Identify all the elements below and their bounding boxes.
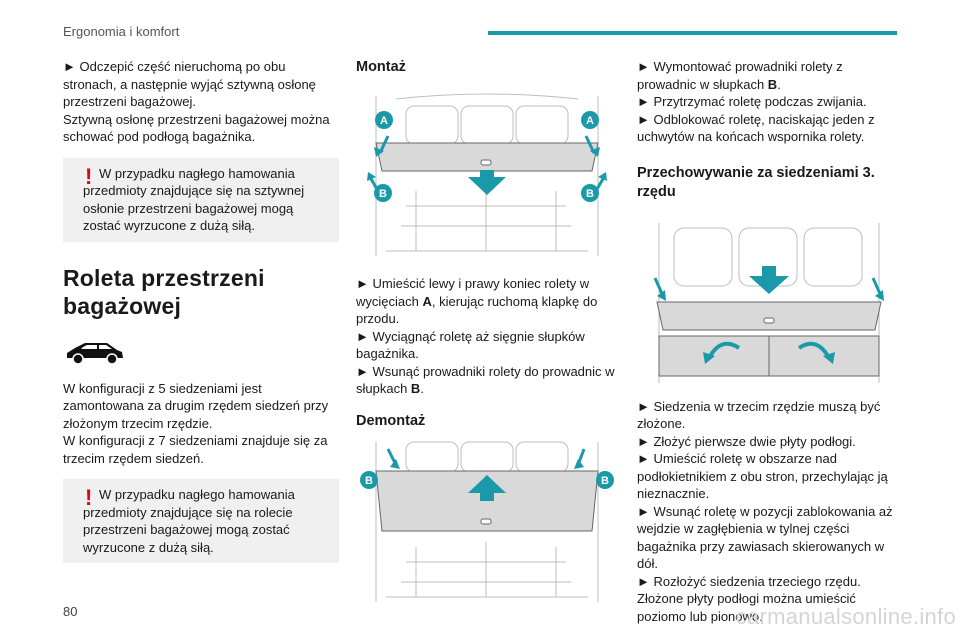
column-2: Montaż A A B B ► Umieścić lewy i pr (356, 58, 618, 607)
label-b-left: B (379, 188, 387, 200)
section-title: Ergonomia i komfort (63, 24, 180, 39)
warning-callout: ! W przypadku nagłego hamowania przedmio… (63, 479, 339, 563)
paragraph: W konfiguracji z 7 siedzeniami znajduje … (63, 433, 328, 466)
instruction-step: ► Wsunąć roletę w pozycji zablokowania a… (637, 503, 893, 572)
label-b-right: B (586, 188, 594, 200)
column-3: ► Wymontować prowadniki rolety z prowadn… (637, 58, 899, 625)
instruction-step: ► Wyciągnąć roletę aż sięgnie słupków ba… (356, 328, 585, 362)
instruction-step: ► Umieścić roletę w obszarze nad podłoki… (637, 451, 888, 501)
paragraph: Złożone płyty podłogi można umieścić poz… (637, 591, 856, 624)
paragraph: ► Odczepić część nieruchomą po obu stron… (63, 59, 316, 109)
warning-icon: ! (85, 485, 93, 510)
instruction-step: ► Umieścić lewy i prawy koniec rolety w … (356, 276, 598, 326)
dismount-heading: Demontaż (356, 412, 426, 429)
watermark: carmanualsonline.info (735, 604, 956, 629)
dismount-illustration: B B (360, 441, 614, 602)
instruction-step: ► Rozłożyć siedzenia trzeciego rzędu. (637, 573, 861, 589)
mount-illustration: A A B B (367, 93, 607, 256)
section-heading: Roleta przestrzeni bagażowej (63, 264, 265, 319)
suv-silhouette-icon (67, 342, 123, 365)
instruction-step: ► Odblokować roletę, naciskając jeden z … (637, 111, 875, 145)
warning-text: W przypadku nagłego hamowania przedmioty… (83, 165, 305, 234)
instruction-step: ► Siedzenia w trzecim rzędzie muszą być … (637, 398, 881, 432)
paragraph: W konfiguracji z 5 siedzeniami jest zamo… (63, 380, 329, 431)
warning-callout: ! W przypadku nagłego hamowania przedmio… (63, 157, 339, 242)
instruction-step: ► Wsunąć prowadniki rolety do prowadnic … (356, 363, 615, 397)
instruction-step: ► Wymontować prowadniki rolety z prowadn… (637, 59, 843, 92)
label-a-left: A (380, 115, 388, 127)
label-b-right: B (601, 475, 609, 487)
warning-icon: ! (85, 163, 93, 189)
paragraph: Sztywną osłonę przestrzeni bagażowej moż… (63, 111, 330, 145)
storage-illustration (653, 222, 884, 383)
instruction-step: ► Przytrzymać roletę podczas zwijania. (637, 94, 867, 109)
storage-heading: Przechowywanie za siedzeniami 3. rzędu (637, 164, 875, 200)
warning-text: W przypadku nagłego hamowania przedmioty… (83, 487, 295, 555)
page-number: 80 (63, 604, 78, 619)
label-b-left: B (365, 475, 373, 487)
column-1: ► Odczepić część nieruchomą po obu stron… (63, 58, 339, 563)
instruction-step: ► Złożyć pierwsze dwie płyty podłogi. (637, 433, 856, 449)
label-a-right: A (586, 115, 594, 127)
mount-heading: Montaż (356, 59, 406, 75)
header-accent-bar (488, 31, 897, 35)
